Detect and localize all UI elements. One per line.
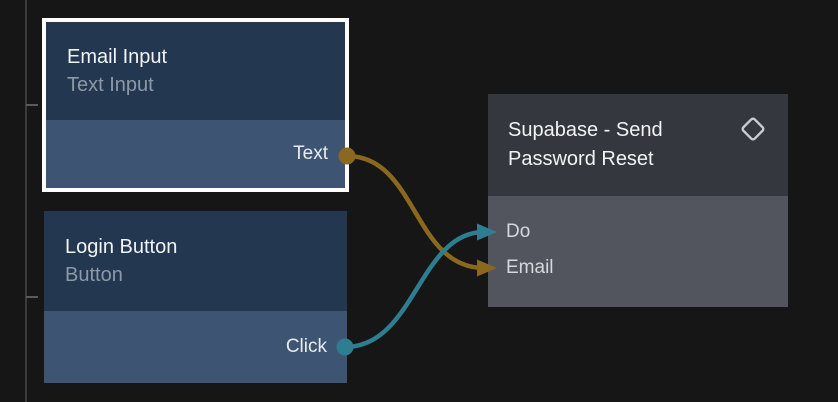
node-header[interactable]: Login Button Button [44, 211, 347, 311]
diamond-icon[interactable] [740, 116, 766, 142]
alignment-guide-line [25, 0, 27, 402]
node-title: Email Input [67, 46, 168, 68]
node-title: Supabase - Send Password Reset [508, 119, 663, 170]
input-port-label-do: Do [506, 221, 531, 242]
node-body[interactable]: Text [46, 120, 345, 188]
node-email-input[interactable]: Email Input Text Input Text [42, 18, 349, 192]
node-body[interactable]: Click [44, 311, 347, 383]
connection-text-to-email[interactable] [346, 153, 485, 271]
input-port-label-email: Email [506, 257, 554, 278]
node-supabase-send-password-reset[interactable]: Supabase - Send Password Reset Do Email [488, 94, 788, 307]
node-header[interactable]: Email Input Text Input [46, 22, 345, 120]
node-subtitle: Text Input [67, 74, 154, 96]
node-login-button[interactable]: Login Button Button Click [44, 211, 347, 383]
node-subtitle: Button [65, 264, 123, 286]
connection-click-to-do[interactable] [344, 229, 485, 350]
output-port-label-click: Click [285, 336, 327, 357]
output-port-label-text: Text [293, 143, 328, 164]
alignment-guide-tick [26, 104, 38, 106]
node-header[interactable]: Supabase - Send Password Reset [488, 94, 788, 196]
alignment-guide-tick [26, 296, 38, 298]
diamond-icon-shape [741, 117, 765, 141]
node-title: Login Button [65, 236, 178, 258]
node-body[interactable]: Do Email [488, 196, 788, 307]
